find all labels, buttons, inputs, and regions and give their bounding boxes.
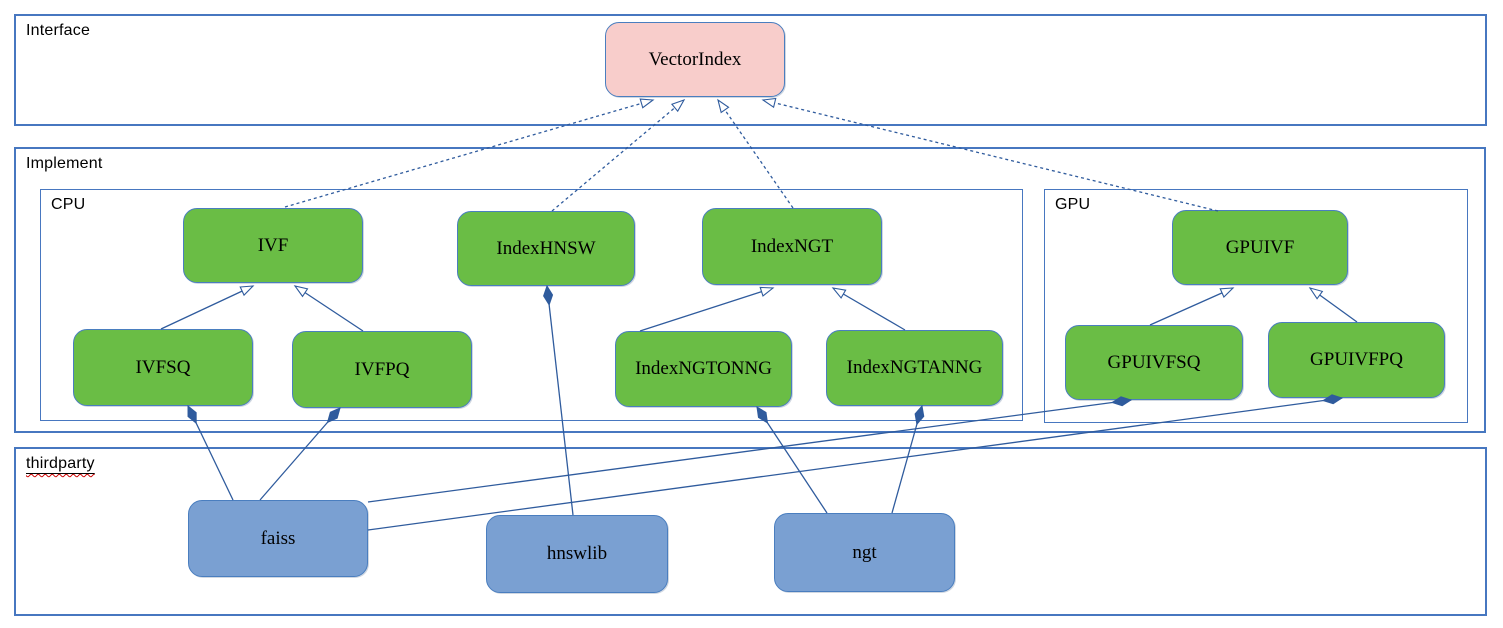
node-ivfpq[interactable]: IVFPQ — [292, 331, 472, 408]
node-gpuivf-label: GPUIVF — [1225, 236, 1295, 258]
node-vectorindex-label: VectorIndex — [648, 48, 742, 70]
node-gpuivf[interactable]: GPUIVF — [1172, 210, 1348, 285]
node-hnswlib-label: hnswlib — [546, 543, 608, 564]
node-ngt-label: ngt — [852, 541, 877, 563]
gpu-label: GPU — [1055, 196, 1091, 213]
node-ivfpq-label: IVFPQ — [354, 358, 410, 380]
node-gpuivfpq[interactable]: GPUIVFPQ — [1268, 322, 1445, 398]
node-indexngtanng-label: IndexNGTANNG — [846, 357, 983, 378]
node-indexngt[interactable]: IndexNGT — [702, 208, 882, 285]
node-ivf[interactable]: IVF — [183, 208, 363, 283]
cpu-label: CPU — [51, 196, 86, 213]
node-indexhnsw[interactable]: IndexHNSW — [457, 211, 635, 286]
node-ivfsq-label: IVFSQ — [135, 356, 191, 378]
node-ivf-label: IVF — [257, 234, 289, 256]
node-gpuivfsq[interactable]: GPUIVFSQ — [1065, 325, 1243, 400]
node-indexhnsw-label: IndexHNSW — [496, 237, 596, 259]
implement-label: Implement — [26, 155, 103, 172]
node-indexngtonng-label: IndexNGTONNG — [635, 358, 772, 379]
node-ivfsq[interactable]: IVFSQ — [73, 329, 253, 406]
node-indexngtonng[interactable]: IndexNGTONNG — [615, 331, 792, 407]
node-gpuivfpq-label: GPUIVFPQ — [1310, 349, 1403, 370]
node-vectorindex[interactable]: VectorIndex — [605, 22, 785, 97]
node-faiss-label: faiss — [260, 527, 296, 549]
interface-label: Interface — [26, 22, 91, 39]
node-hnswlib[interactable]: hnswlib — [486, 515, 668, 593]
node-gpuivfsq-label: GPUIVFSQ — [1107, 351, 1201, 373]
thirdparty-label: thirdparty — [26, 455, 95, 473]
node-ngt[interactable]: ngt — [774, 513, 955, 592]
node-faiss[interactable]: faiss — [188, 500, 368, 577]
node-indexngt-label: IndexNGT — [750, 235, 834, 257]
thirdparty-label-text: thirdparty — [26, 455, 95, 472]
node-indexngtanng[interactable]: IndexNGTANNG — [826, 330, 1003, 406]
